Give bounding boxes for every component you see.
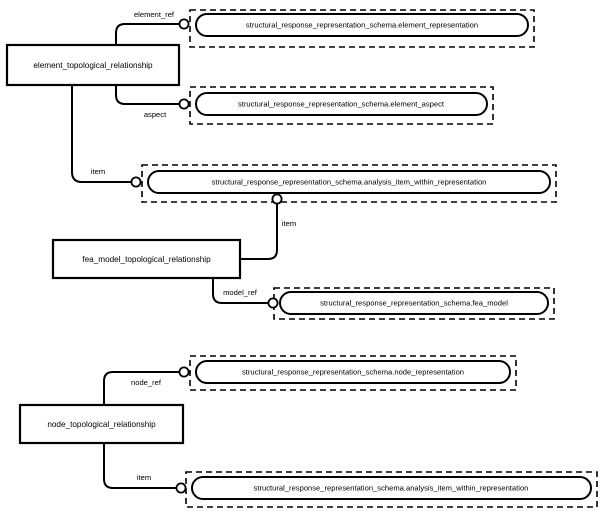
ref-dashed-frame-analysis-item-top bbox=[141, 164, 557, 203]
ref-rounded-box-fea-model bbox=[279, 291, 549, 315]
entity-fea-model-topological-relationship[interactable]: fea_model_topological_relationship bbox=[51, 238, 242, 280]
connector-node-ref bbox=[103, 371, 179, 405]
connector-element-ref bbox=[115, 23, 179, 45]
connector-endpoint-item-element bbox=[130, 176, 142, 188]
ref-block-element-representation[interactable]: structural_response_representation_schem… bbox=[189, 9, 535, 48]
connector-model-ref bbox=[212, 278, 268, 304]
attr-label-node-ref: node_ref bbox=[131, 378, 162, 387]
ref-block-element-aspect[interactable]: structural_response_representation_schem… bbox=[189, 86, 494, 125]
ref-dashed-frame-fea-model bbox=[273, 287, 555, 320]
connector-aspect bbox=[115, 85, 179, 105]
ref-rounded-box-element-representation bbox=[195, 13, 529, 37]
ref-rounded-box-element-aspect bbox=[195, 92, 488, 116]
connector-item-fea bbox=[240, 203, 278, 260]
entity-element-topological-relationship[interactable]: element_topological_relationship bbox=[5, 43, 181, 87]
ref-dashed-frame-node-representation bbox=[189, 355, 517, 391]
connector-item-element bbox=[71, 85, 131, 183]
entity-node-topological-relationship[interactable]: node_topological_relationship bbox=[18, 403, 185, 445]
entity-rect-element-topological-relationship bbox=[5, 43, 181, 87]
ref-dashed-frame-element-representation bbox=[189, 9, 535, 48]
attr-label-aspect: aspect bbox=[144, 110, 167, 119]
ref-rounded-box-analysis-item-bottom bbox=[191, 476, 592, 500]
ref-block-analysis-item-top[interactable]: structural_response_representation_schem… bbox=[141, 164, 557, 203]
ref-rounded-box-node-representation bbox=[195, 360, 511, 384]
entity-rect-fea-model-topological-relationship bbox=[51, 238, 242, 280]
connector-endpoint-element-ref bbox=[178, 18, 190, 30]
attr-label-item-node: item bbox=[137, 473, 151, 482]
entity-label-fea-model-topological-relationship: fea_model_topological_relationship bbox=[82, 255, 211, 264]
connector-endpoint-node-ref bbox=[178, 366, 190, 378]
attr-label-model-ref: model_ref bbox=[223, 288, 258, 297]
connector-item-node bbox=[103, 443, 176, 489]
attr-label-item-element: item bbox=[91, 167, 105, 176]
ref-rounded-box-analysis-item-top bbox=[147, 170, 551, 194]
attr-label-item-fea: item bbox=[282, 219, 296, 228]
connector-endpoint-model-ref bbox=[267, 297, 279, 309]
ref-label-fea-model: structural_response_representation_schem… bbox=[320, 299, 508, 308]
entity-rect-node-topological-relationship bbox=[18, 403, 185, 445]
ref-dashed-frame-element-aspect bbox=[189, 86, 494, 125]
ref-block-analysis-item-bottom[interactable]: structural_response_representation_schem… bbox=[185, 471, 598, 508]
ref-block-fea-model[interactable]: structural_response_representation_schem… bbox=[273, 287, 555, 320]
entity-label-element-topological-relationship: element_topological_relationship bbox=[33, 61, 153, 70]
connector-endpoint-item-node bbox=[175, 482, 187, 494]
ref-label-element-representation: structural_response_representation_schem… bbox=[246, 21, 478, 30]
ref-block-node-representation[interactable]: structural_response_representation_schem… bbox=[189, 355, 517, 391]
ref-label-analysis-item-bottom: structural_response_representation_schem… bbox=[254, 484, 529, 493]
entity-label-node-topological-relationship: node_topological_relationship bbox=[47, 420, 156, 429]
ref-label-analysis-item-top: structural_response_representation_schem… bbox=[212, 178, 487, 187]
connector-endpoint-item-fea bbox=[271, 193, 283, 205]
connector-endpoint-aspect bbox=[178, 98, 190, 110]
attr-label-element-ref: element_ref bbox=[134, 10, 175, 19]
ref-label-element-aspect: structural_response_representation_schem… bbox=[238, 100, 445, 109]
ref-label-node-representation: structural_response_representation_schem… bbox=[242, 368, 464, 377]
